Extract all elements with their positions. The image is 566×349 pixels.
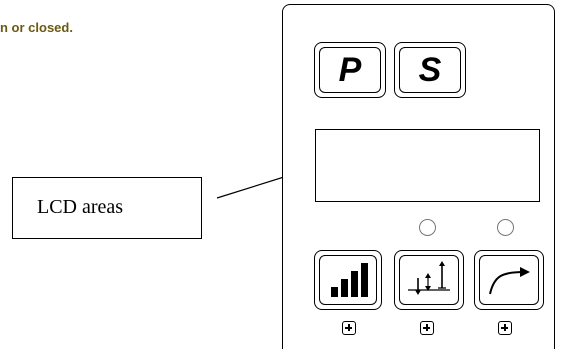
curve-arrow-icon xyxy=(489,267,530,295)
needle-position-icon xyxy=(408,261,450,295)
needle-key-inner xyxy=(399,255,459,305)
bars-key-button[interactable] xyxy=(314,250,382,310)
curve-key-button[interactable] xyxy=(474,250,544,310)
signal-bars-icon xyxy=(331,263,368,297)
p-letter-icon: P xyxy=(338,51,362,89)
p-key-inner: P xyxy=(319,47,381,93)
p-key-button[interactable]: P xyxy=(314,42,386,98)
s-letter-icon: S xyxy=(418,51,442,89)
lcd-callout-box: LCD areas xyxy=(12,177,202,239)
plus-button-1[interactable] xyxy=(342,321,356,335)
lcd-display xyxy=(315,129,540,202)
curve-key-inner xyxy=(479,255,539,305)
needle-key-button[interactable] xyxy=(394,250,464,310)
plus-button-3[interactable] xyxy=(498,321,512,335)
lcd-callout-label: LCD areas xyxy=(37,196,124,218)
s-key-button[interactable]: S xyxy=(394,42,466,98)
indicator-led-1 xyxy=(419,219,436,236)
indicator-led-2 xyxy=(497,219,514,236)
caption-fragment: n or closed. xyxy=(0,20,73,35)
s-key-inner: S xyxy=(399,47,461,93)
bars-key-inner xyxy=(319,255,377,305)
plus-button-2[interactable] xyxy=(420,321,434,335)
